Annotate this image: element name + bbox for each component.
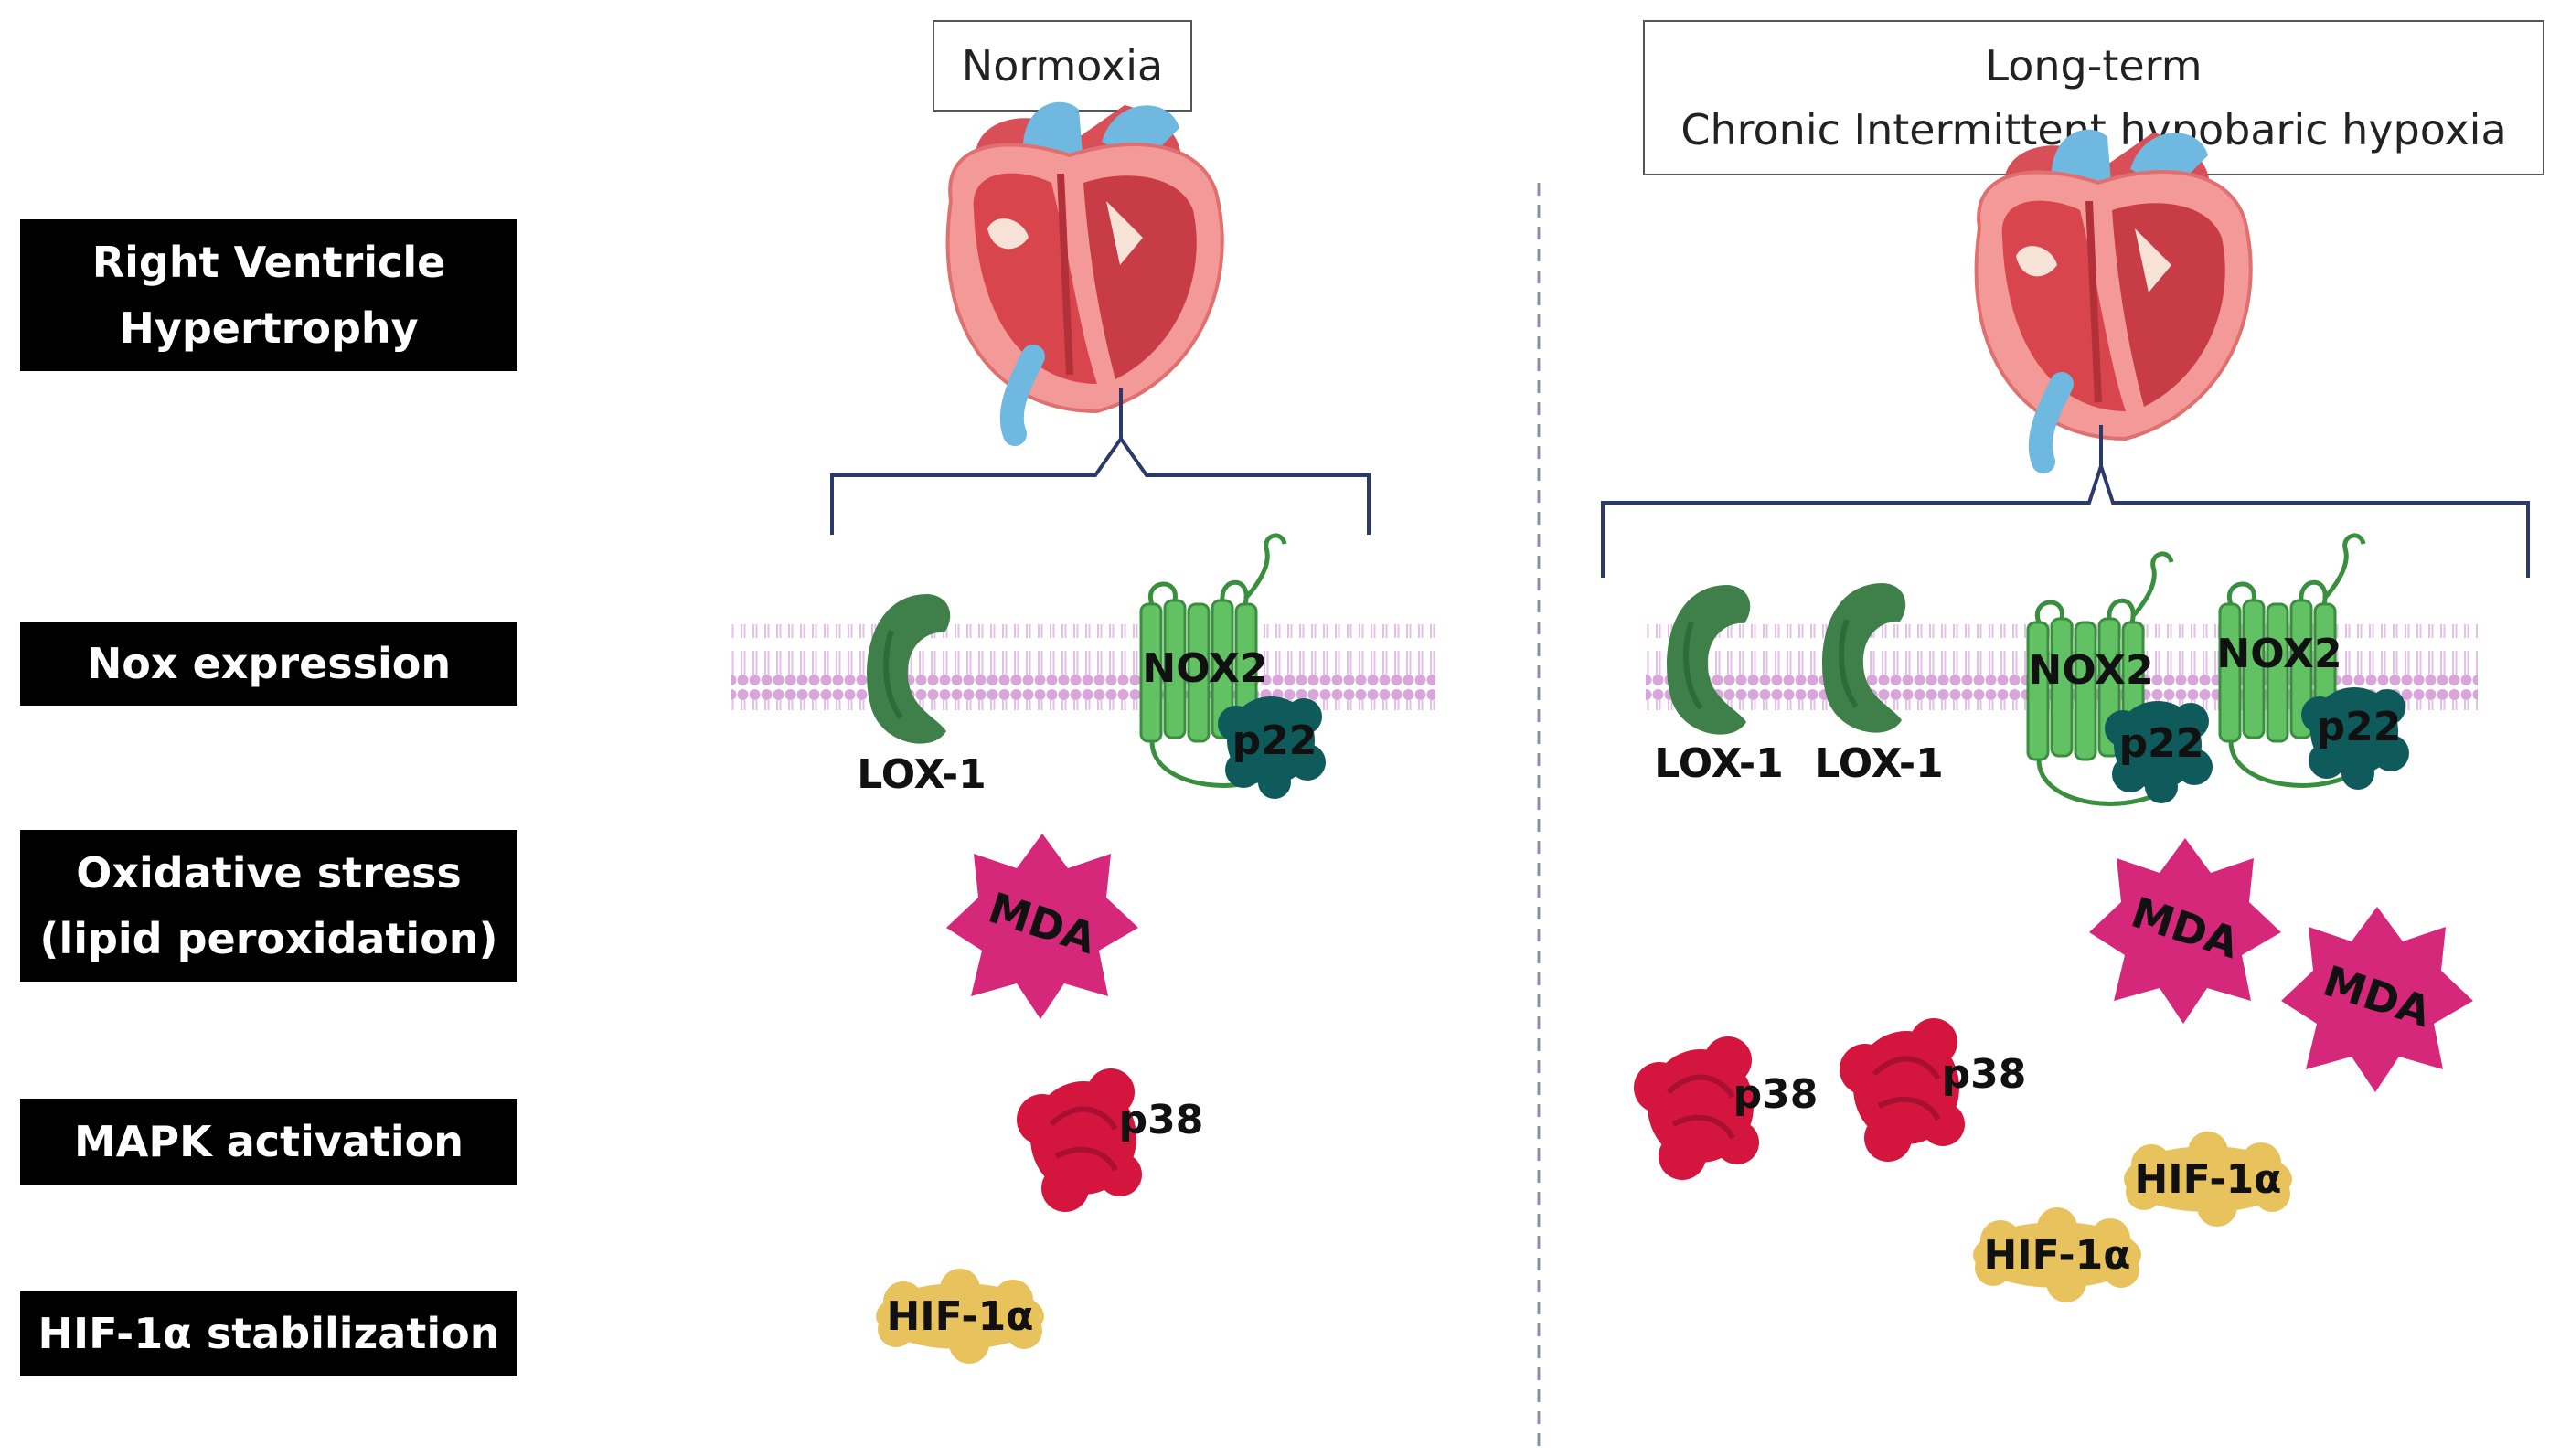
row-label-rv-hypertrophy: Right Ventricle Hypertrophy [20,219,517,371]
bracket-normoxia [830,388,1371,535]
nox2-hypoxia-2-label: NOX2 [2216,631,2341,677]
lox1-normoxia-label: LOX-1 [857,751,987,798]
heart-hypoxia-icon [1977,130,2251,462]
heart-normoxia-icon [948,102,1222,434]
row-label-oxidative-stress: Oxidative stress (lipid peroxidation) [20,830,517,982]
row-label-nox-expression: Nox expression [20,622,517,706]
nox2-hypoxia-1-label: NOX2 [2028,647,2153,694]
p22-normoxia-label: p22 [1232,717,1317,764]
hif-hypoxia-2-label: HIF-1α [1983,1232,2130,1279]
p22-hypoxia-1-label: p22 [2119,720,2204,767]
membrane-normoxia [731,624,1435,710]
row-label-hif-stabilization: HIF-1α stabilization [20,1291,517,1376]
lox1-hypoxia-1-label: LOX-1 [1654,740,1784,787]
condition-normoxia: Normoxia [933,20,1192,112]
hif-hypoxia-1-label: HIF-1α [2134,1156,2281,1203]
bracket-hypoxia [1601,425,2530,578]
nox2-normoxia-label: NOX2 [1142,645,1267,692]
p38-hypoxia-1-label: p38 [1733,1071,1819,1118]
p38-hypoxia-2-label: p38 [1942,1051,2027,1098]
lox1-hypoxia-2-label: LOX-1 [1814,740,1944,787]
p38-normoxia-label: p38 [1119,1097,1204,1143]
p22-hypoxia-2-label: p22 [2317,704,2402,750]
row-label-mapk-activation: MAPK activation [20,1099,517,1185]
hif-normoxia-label: HIF-1α [886,1293,1033,1340]
